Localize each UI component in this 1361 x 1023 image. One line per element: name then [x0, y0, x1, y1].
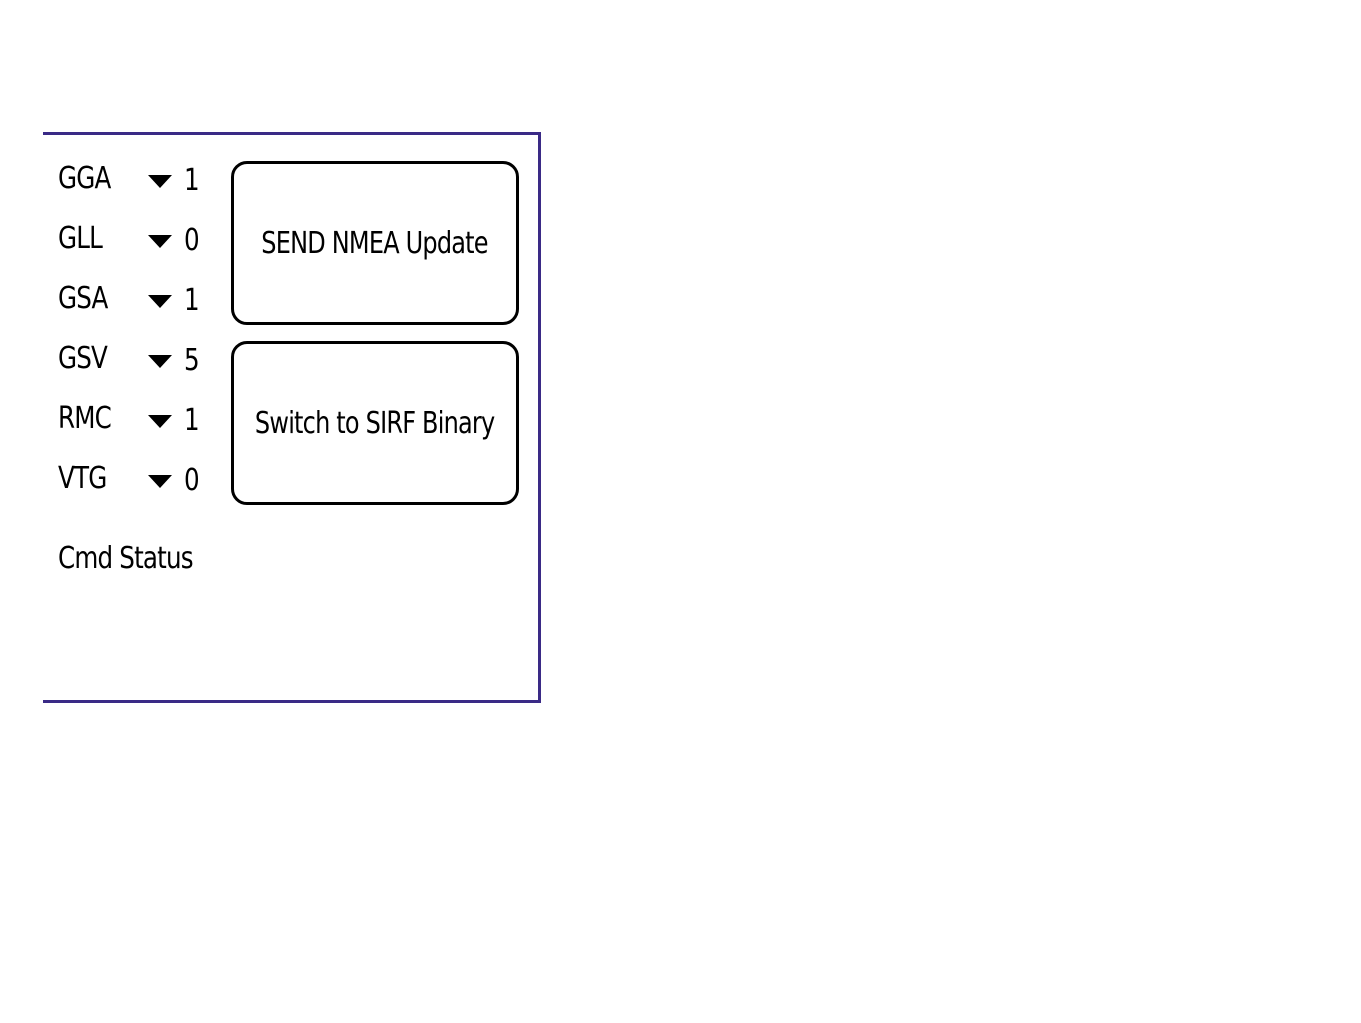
- send-nmea-update-button[interactable]: SEND NMEA Update: [231, 161, 519, 325]
- rate-label-rmc: RMC: [58, 399, 111, 439]
- rate-value-gga: 1: [184, 161, 200, 201]
- cmd-status-label: Cmd Status: [58, 539, 193, 579]
- switch-to-sirf-binary-button[interactable]: Switch to SIRF Binary: [231, 341, 519, 505]
- rate-picker-gll[interactable]: 0: [148, 219, 218, 263]
- rate-value-gsv: 5: [184, 341, 200, 381]
- rate-label-gga: GGA: [58, 159, 111, 199]
- rate-row-vtg: VTG 0: [58, 459, 228, 503]
- rate-picker-gga[interactable]: 1: [148, 159, 218, 203]
- rate-row-gll: GLL 0: [58, 219, 228, 263]
- rate-row-gga: GGA 1: [58, 159, 228, 203]
- triangle-down-icon: [148, 415, 172, 428]
- triangle-down-icon: [148, 355, 172, 368]
- rate-label-gsv: GSV: [58, 339, 107, 379]
- rate-label-gsa: GSA: [58, 279, 108, 319]
- rate-value-gll: 0: [184, 221, 200, 261]
- switch-to-sirf-binary-label: Switch to SIRF Binary: [255, 406, 494, 441]
- triangle-down-icon: [148, 295, 172, 308]
- gps-config-screen: GGA 1 GLL 0 GSA 1 GSV 5 RMC 1: [43, 132, 541, 703]
- rate-picker-vtg[interactable]: 0: [148, 459, 218, 503]
- triangle-down-icon: [148, 235, 172, 248]
- rate-row-gsv: GSV 5: [58, 339, 228, 383]
- rate-picker-gsa[interactable]: 1: [148, 279, 218, 323]
- rate-label-vtg: VTG: [58, 459, 106, 499]
- triangle-down-icon: [148, 175, 172, 188]
- rate-value-rmc: 1: [184, 401, 200, 441]
- rate-row-gsa: GSA 1: [58, 279, 228, 323]
- rate-label-gll: GLL: [58, 219, 102, 259]
- rate-picker-rmc[interactable]: 1: [148, 399, 218, 443]
- rate-value-vtg: 0: [184, 461, 200, 501]
- triangle-down-icon: [148, 475, 172, 488]
- send-nmea-update-label: SEND NMEA Update: [262, 226, 488, 261]
- rate-row-rmc: RMC 1: [58, 399, 228, 443]
- rate-value-gsa: 1: [184, 281, 200, 321]
- rate-picker-gsv[interactable]: 5: [148, 339, 218, 383]
